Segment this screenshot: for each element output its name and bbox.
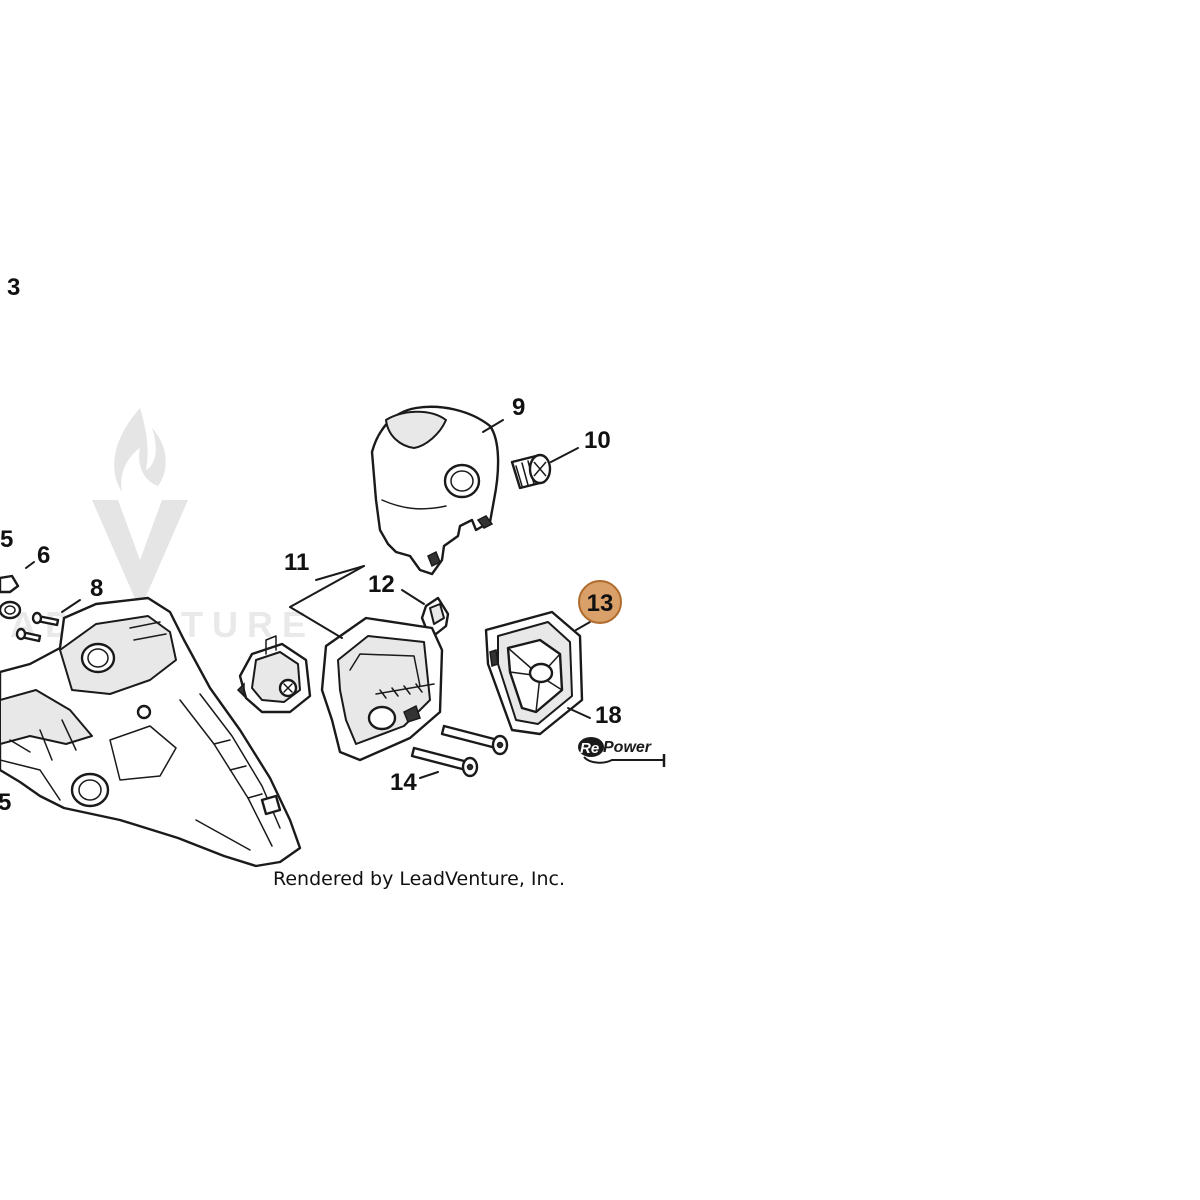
- callout-8[interactable]: 8: [90, 575, 103, 602]
- part-10-knob[interactable]: [510, 453, 552, 490]
- callout-10[interactable]: 10: [584, 427, 611, 454]
- part-8-screws[interactable]: [15, 611, 60, 643]
- callout-13-highlight[interactable]: 13: [578, 580, 622, 624]
- credit-text: Rendered by LeadVenture, Inc.: [273, 868, 565, 890]
- callout-9[interactable]: 9: [512, 394, 525, 421]
- callouts: 3 5 6 8 9 10 11 12 14 18 5 13: [0, 274, 622, 816]
- callout-5-lower[interactable]: 5: [0, 789, 11, 816]
- crankcase-housing[interactable]: [0, 596, 302, 868]
- repower-logo[interactable]: Re Power: [578, 737, 666, 767]
- part-14-screws[interactable]: [410, 724, 509, 778]
- callout-12[interactable]: 12: [368, 571, 395, 598]
- part-11-carburetor-assembly[interactable]: [236, 616, 444, 762]
- callout-13[interactable]: 13: [587, 590, 614, 617]
- callout-6[interactable]: 6: [37, 542, 50, 569]
- callout-18[interactable]: 18: [595, 702, 622, 729]
- repower-logo-suffix: Power: [603, 739, 652, 756]
- callout-5[interactable]: 5: [0, 526, 13, 553]
- callout-11[interactable]: 11: [284, 549, 309, 576]
- part-9-shroud[interactable]: [370, 405, 500, 576]
- part-5-6-hardware[interactable]: [0, 574, 22, 620]
- repower-logo-prefix: Re: [580, 740, 599, 757]
- flame-v-icon: [92, 408, 188, 610]
- leader-lines: [25, 419, 591, 779]
- callout-14[interactable]: 14: [390, 769, 417, 796]
- part-13-air-filter[interactable]: [484, 610, 584, 736]
- part-12-bracket[interactable]: [420, 596, 450, 636]
- callout-3[interactable]: 3: [7, 274, 20, 301]
